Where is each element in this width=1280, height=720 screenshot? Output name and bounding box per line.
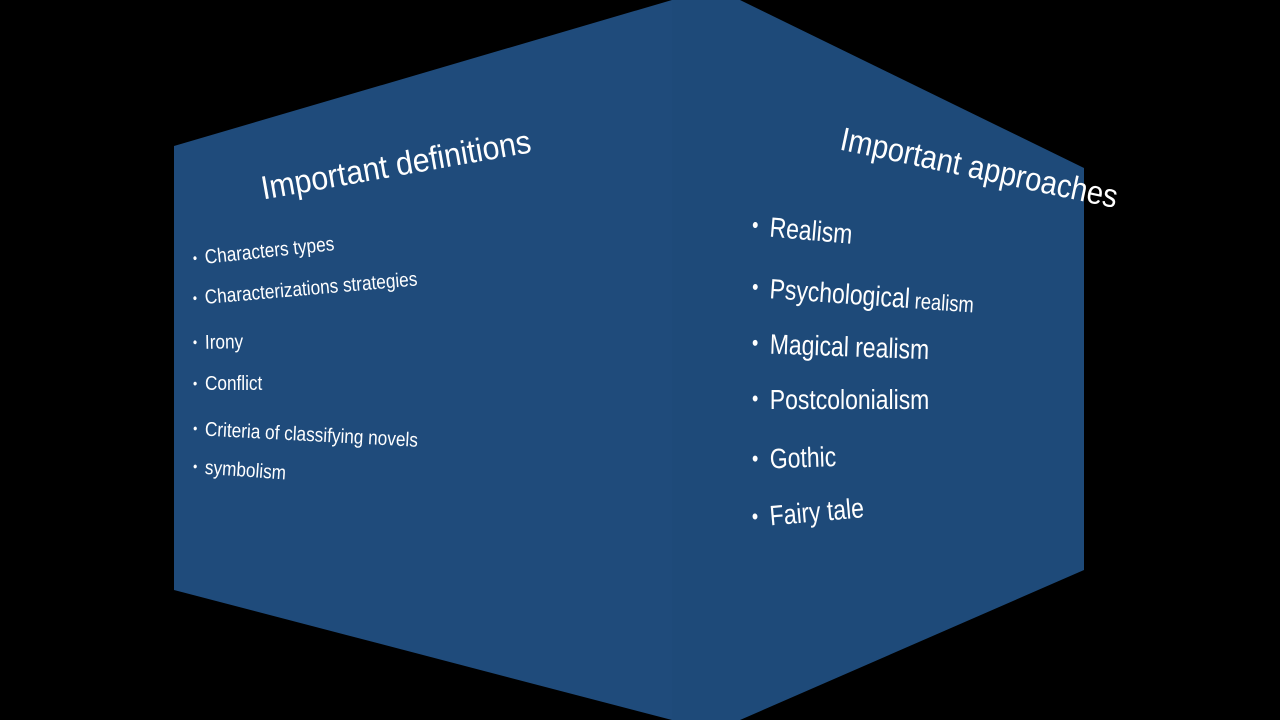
right-face-panel <box>672 0 1084 720</box>
list-item: •Gothic <box>751 441 837 475</box>
bullet-icon: • <box>192 333 198 350</box>
list-item: •Magical realism <box>751 328 930 366</box>
bullet-icon: • <box>751 211 760 238</box>
bullet-icon: • <box>192 419 198 436</box>
list-item: •Conflict <box>193 373 263 395</box>
bullet-icon: • <box>751 273 760 300</box>
bullet-icon: • <box>751 445 759 471</box>
bullet-icon: • <box>751 329 759 355</box>
list-item: •Postcolonialism <box>752 384 930 415</box>
list-item: •Irony <box>192 331 244 354</box>
bullet-icon: • <box>750 503 760 529</box>
left-face-panel <box>174 0 672 720</box>
bullet-icon: • <box>192 457 198 474</box>
bullet-icon: • <box>193 374 198 391</box>
bullet-icon: • <box>192 289 198 306</box>
bullet-icon: • <box>191 249 198 266</box>
bullet-icon: • <box>752 385 759 411</box>
